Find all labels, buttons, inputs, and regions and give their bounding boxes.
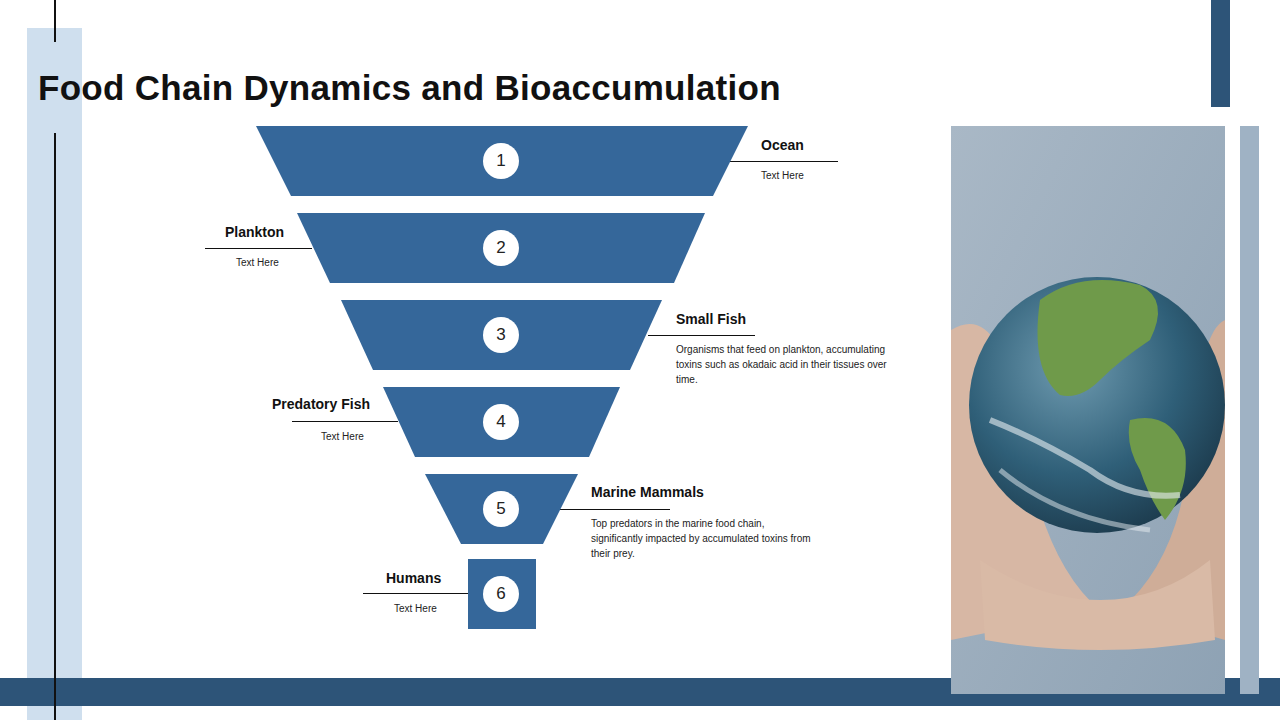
globe-photo bbox=[951, 126, 1225, 694]
funnel-band: 2PlanktonText Here bbox=[297, 213, 705, 283]
leader-lines bbox=[205, 162, 838, 594]
band-fill bbox=[383, 387, 620, 457]
diagram-title: Food Chain Dynamics and Bioaccumulation bbox=[38, 68, 781, 108]
funnel-band: 4Predatory FishText Here bbox=[383, 387, 620, 457]
level-heading: Small Fish bbox=[676, 311, 746, 327]
funnel-band: 5Marine MammalsTop predators in the mari… bbox=[425, 474, 578, 544]
step-number: 3 bbox=[483, 317, 519, 353]
level-description: Top predators in the marine food chain, … bbox=[591, 516, 816, 561]
level-heading: Ocean bbox=[761, 137, 804, 153]
level-description: Text Here bbox=[321, 429, 441, 444]
level-description: Organisms that feed on plankton, accumul… bbox=[676, 342, 891, 387]
step-number: 6 bbox=[483, 576, 519, 612]
level-description: Text Here bbox=[761, 168, 881, 183]
level-description: Text Here bbox=[236, 255, 356, 270]
band-fill bbox=[468, 559, 536, 629]
band-fill bbox=[256, 126, 748, 196]
step-number: 5 bbox=[483, 491, 519, 527]
level-description: Text Here bbox=[394, 601, 514, 616]
band-fill bbox=[297, 213, 705, 283]
funnel-band: 1OceanText Here bbox=[256, 126, 748, 196]
level-heading: Plankton bbox=[225, 224, 284, 240]
step-number: 2 bbox=[483, 230, 519, 266]
step-number: 4 bbox=[483, 404, 519, 440]
step-number: 1 bbox=[483, 143, 519, 179]
level-heading: Predatory Fish bbox=[272, 396, 370, 412]
band-fill bbox=[425, 474, 578, 544]
level-heading: Humans bbox=[386, 570, 441, 586]
level-heading: Marine Mammals bbox=[591, 484, 704, 500]
band-fill bbox=[341, 300, 662, 370]
funnel-band: 6HumansText Here bbox=[468, 559, 536, 629]
funnel-band: 3Small FishOrganisms that feed on plankt… bbox=[341, 300, 662, 370]
